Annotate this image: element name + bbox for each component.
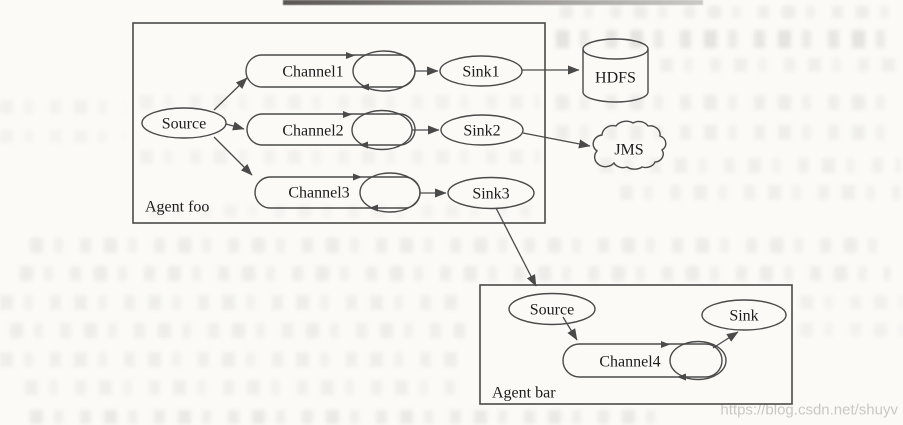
node-hdfs: HDFS <box>582 38 649 103</box>
flow-arrowhead <box>360 83 369 91</box>
node-channel2-label: Channel2 <box>282 123 343 140</box>
node-sink2-label: Sink2 <box>463 123 500 140</box>
flow-arrowhead <box>359 141 368 149</box>
node-jms-label: JMS <box>614 142 643 159</box>
node-sink-bar-label: Sink <box>729 308 758 325</box>
node-channel3-label: Channel3 <box>288 185 349 202</box>
node-source-foo-label: Source <box>162 116 206 133</box>
channel1-event-buffer <box>352 50 416 92</box>
node-source-bar <box>508 292 596 326</box>
channel2-event-buffer <box>351 109 413 151</box>
node-sink3 <box>447 176 535 210</box>
flow-arrowhead <box>677 373 686 381</box>
node-sink-bar <box>701 299 787 331</box>
node-sink1-label: Sink1 <box>462 64 499 81</box>
edge-source-channel3 <box>213 136 253 176</box>
agent-bar-label: Agent bar <box>492 385 556 402</box>
node-channel4-label: Channel4 <box>599 354 660 371</box>
node-source-bar-label: Source <box>530 302 574 319</box>
flow-arrowhead <box>353 173 362 181</box>
edge-channel4-sink <box>712 331 739 349</box>
watermark-url: https://blog.csdn.net/shuyv <box>720 401 898 418</box>
edge-sink3-source-bar <box>495 207 537 287</box>
node-sink2 <box>440 114 524 146</box>
node-jms: JMS <box>592 120 667 170</box>
agent-bar-box <box>479 284 793 405</box>
flow-arrowhead <box>661 341 670 348</box>
channel4-event-buffer <box>669 340 727 381</box>
channel3-event-buffer <box>359 172 421 213</box>
node-hdfs-label: HDFS <box>595 70 636 87</box>
node-source-foo <box>141 107 227 139</box>
flow-arrowhead <box>343 111 352 118</box>
node-channel1-label: Channel1 <box>282 64 343 81</box>
agent-foo-box <box>132 22 546 224</box>
agent-foo-label: Agent foo <box>145 199 209 216</box>
edge-source-channel1 <box>213 77 248 111</box>
flow-arrowhead <box>346 52 355 59</box>
node-sink1 <box>439 55 523 87</box>
edge-sink2-jms <box>522 132 591 149</box>
edge-source-channel2 <box>225 121 245 131</box>
node-channel4 <box>562 343 723 378</box>
node-sink3-label: Sink3 <box>472 186 509 203</box>
flow-arrowhead <box>369 204 378 212</box>
edge-source-channel4 <box>562 316 578 341</box>
